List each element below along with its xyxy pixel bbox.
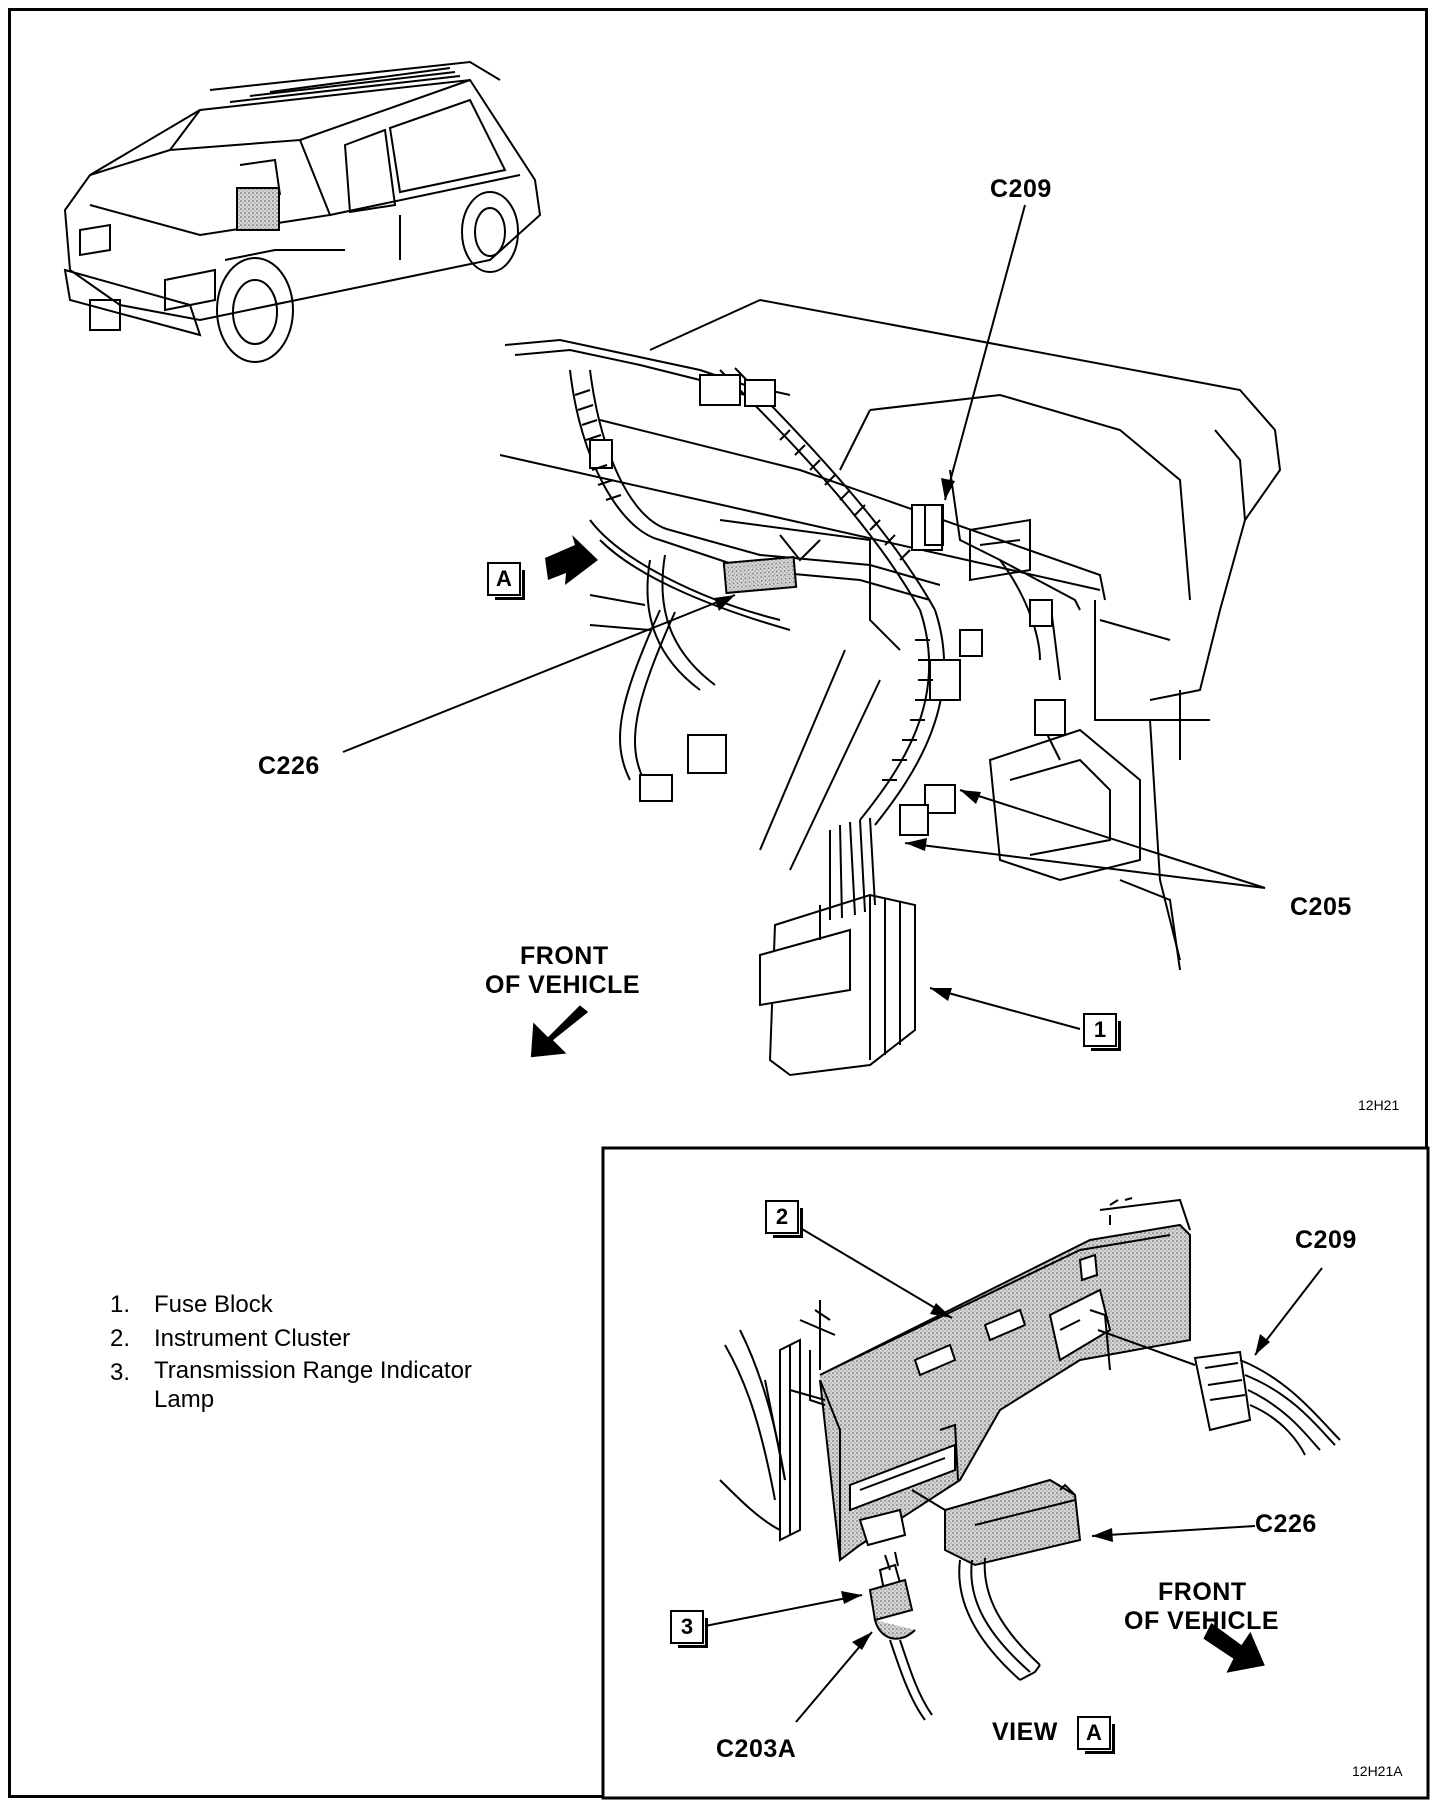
- legend-item-2: 2. Instrument Cluster: [110, 1322, 474, 1356]
- inset-view-frame: [601, 1146, 1430, 1800]
- c203a-label: C203A: [716, 1735, 797, 1763]
- legend-item-2-text: Instrument Cluster: [154, 1325, 351, 1352]
- c209-label-inset: C209: [1295, 1226, 1357, 1254]
- item-3-callout-box: 3: [670, 1610, 708, 1648]
- legend-item-1: 1. Fuse Block: [110, 1288, 474, 1322]
- van-illustration: [63, 60, 542, 363]
- front-of-vehicle-inset-line2: OF VEHICLE: [1124, 1607, 1280, 1635]
- legend-item-3-text: Transmission Range Indicator Lamp: [154, 1357, 472, 1413]
- figure-code-main: 12H21: [1358, 1097, 1400, 1113]
- legend-item-1-text: Fuse Block: [154, 1291, 273, 1318]
- figure-code-inset: 12H21A: [1352, 1763, 1403, 1779]
- c209-connector-inset: [1097, 1329, 1341, 1456]
- front-arrow-inset: [1203, 1622, 1265, 1673]
- c226-label-inset: C226: [1255, 1510, 1317, 1538]
- c205-label: C205: [1290, 893, 1352, 921]
- front-of-vehicle-inset-line1: FRONT: [1158, 1578, 1247, 1606]
- legend-item-2-number: 2.: [110, 1325, 131, 1352]
- c226-connector-main: [722, 555, 798, 595]
- component-legend: 1. Fuse Block 2. Instrument Cluster 3. T…: [110, 1288, 474, 1414]
- c226-label-main: C226: [258, 752, 320, 780]
- main-arrowheads: [714, 478, 981, 1001]
- inset-arrowheads: [841, 1303, 1270, 1650]
- c209-label-main: C209: [990, 175, 1052, 203]
- item-1-callout-box: 1: [1083, 1013, 1121, 1051]
- legend-item-1-number: 1.: [110, 1291, 131, 1318]
- item-2-callout-box: 2: [765, 1200, 803, 1238]
- front-of-vehicle-main-line2: OF VEHICLE: [485, 971, 641, 999]
- main-callout-leaders: [342, 204, 1266, 1030]
- instrument-cluster-illustration: [719, 1197, 1191, 1562]
- view-label-box: A: [1077, 1716, 1115, 1754]
- c226-connector-inset: [911, 1478, 1082, 1681]
- view-label: VIEW: [992, 1718, 1058, 1746]
- indicator-lamp-socket: [868, 1551, 933, 1721]
- legend-item-3: 3. Transmission Range Indicator Lamp: [110, 1356, 474, 1414]
- front-of-vehicle-main-line1: FRONT: [520, 942, 609, 970]
- view-a-arrow: [545, 535, 598, 585]
- legend-item-3-number: 3.: [110, 1359, 131, 1386]
- cluster-location-marker: [236, 187, 280, 231]
- view-a-callout-box: A: [487, 562, 525, 600]
- front-arrow-main: [530, 1005, 589, 1058]
- dashboard-illustration: [499, 298, 1282, 1077]
